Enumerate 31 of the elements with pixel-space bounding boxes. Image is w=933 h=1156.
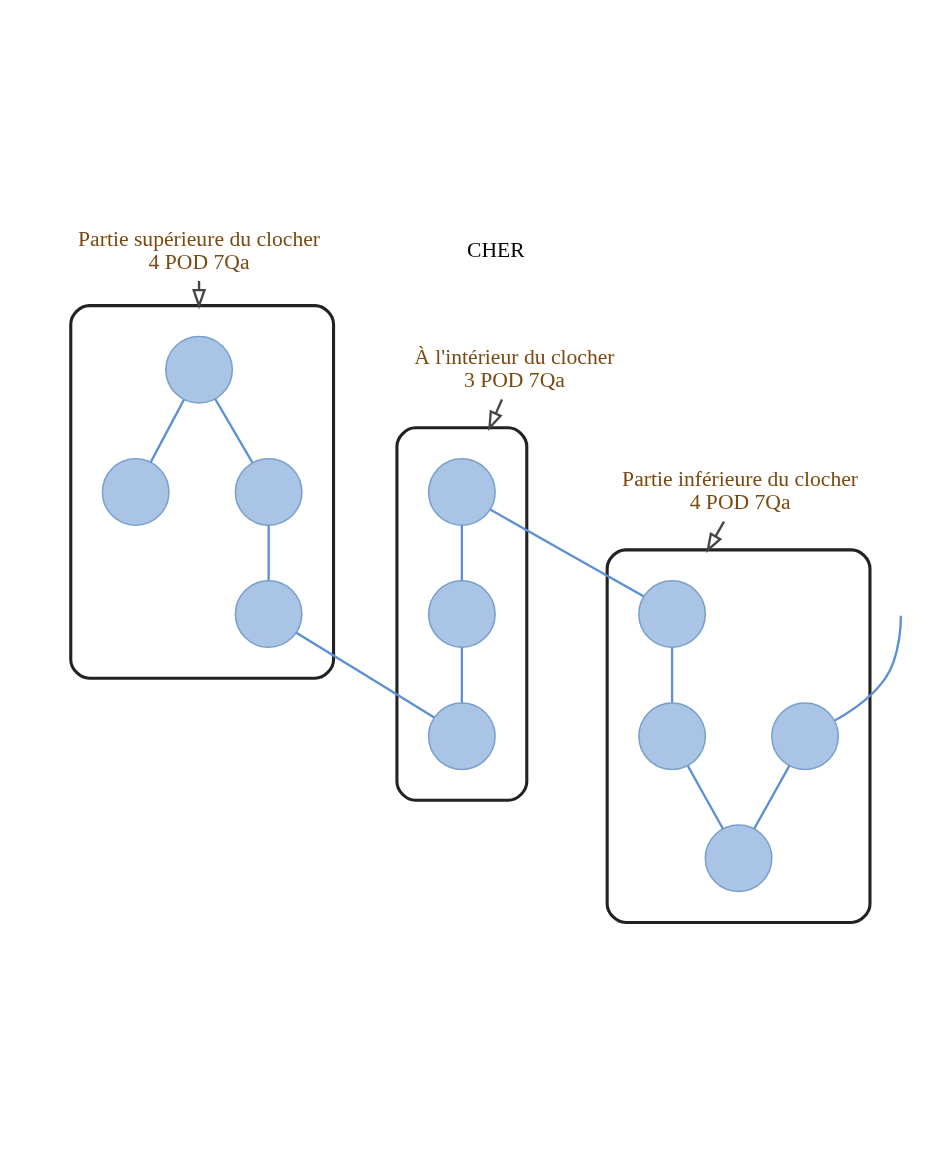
node-circle [234, 457, 303, 526]
node-text: Partie supérieure du clocher 4 POD 7Qa [78, 226, 321, 274]
cluster [605, 547, 872, 924]
connector [489, 508, 645, 597]
connector [670, 647, 674, 703]
node-circle [638, 701, 707, 770]
node-text: À l'intérieur du clocher 3 POD 7Qa [414, 344, 615, 392]
connector [686, 764, 724, 829]
connector [267, 524, 270, 581]
connector [834, 615, 903, 722]
node-circle [427, 579, 496, 648]
connector [214, 397, 254, 463]
node-circle [427, 701, 496, 770]
node-circle [101, 457, 170, 526]
label: CHER [467, 237, 525, 262]
node-text: Partie inférieure du clocher 4 POD 7Qa [622, 466, 859, 514]
node-circle [704, 823, 773, 892]
connector [460, 647, 464, 703]
node-circle [427, 457, 496, 526]
node-circle [234, 579, 303, 648]
arrow [706, 520, 725, 553]
cluster [69, 303, 336, 680]
connector [753, 764, 791, 829]
connector [149, 398, 186, 462]
node-circle [771, 701, 840, 770]
node-circle [165, 335, 234, 404]
arrow [488, 398, 504, 431]
cluster [395, 425, 529, 802]
connector [295, 631, 435, 719]
connector [460, 524, 464, 581]
node-circle [638, 579, 707, 648]
